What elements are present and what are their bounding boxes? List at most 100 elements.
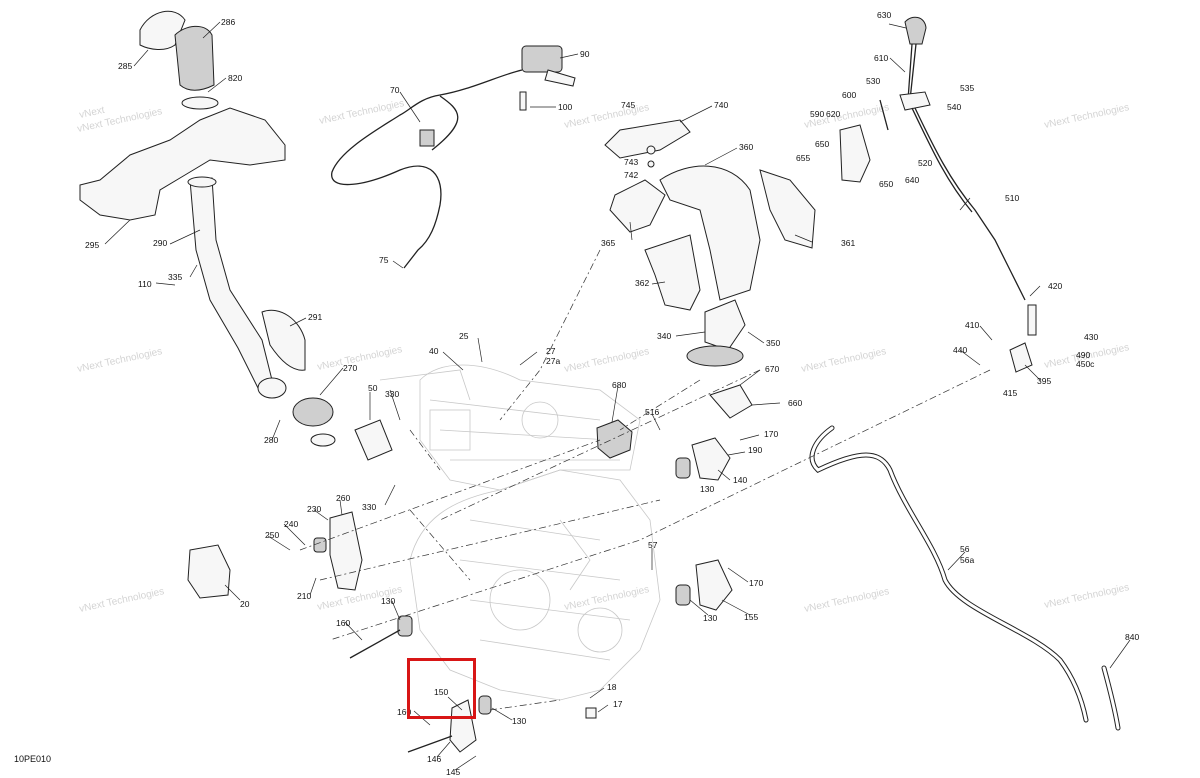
callout-240: 240	[284, 519, 298, 529]
engine-mount-group	[187, 384, 753, 753]
callout-590: 590	[810, 109, 824, 119]
callout-820: 820	[228, 73, 242, 83]
shift-lever-group	[839, 16, 1037, 373]
callout-440: 440	[953, 345, 967, 355]
callout-70: 70	[390, 85, 400, 95]
watermark: vNext Technologies	[318, 98, 405, 127]
callout-40: 40	[429, 346, 439, 356]
callout-160: 160	[336, 618, 350, 628]
callout-210: 210	[297, 591, 311, 601]
callout-350: 350	[766, 338, 780, 348]
callout-260: 260	[336, 493, 350, 503]
callout-250: 250	[265, 530, 279, 540]
callout-535: 535	[960, 83, 974, 93]
callout-170-b: 170	[749, 578, 763, 588]
callout-145: 145	[446, 767, 460, 777]
callout-650-b: 650	[879, 179, 893, 189]
diagram-id-label: 10PE010	[14, 754, 52, 764]
callout-520: 520	[918, 158, 932, 168]
callout-361: 361	[841, 238, 855, 248]
callout-150: 150	[434, 687, 448, 697]
callout-17: 17	[613, 699, 623, 709]
callout-291: 291	[308, 312, 322, 322]
watermark: vNext Technologies	[563, 346, 650, 375]
callout-20: 20	[240, 599, 250, 609]
callout-840: 840	[1125, 632, 1139, 642]
callout-90: 90	[580, 49, 590, 59]
watermark: vNext Technologies	[1043, 102, 1130, 131]
callout-415: 415	[1003, 388, 1017, 398]
callout-330-b: 330	[362, 502, 376, 512]
callout-335: 335	[168, 272, 182, 282]
callout-365: 365	[601, 238, 615, 248]
callout-57: 57	[648, 540, 658, 550]
callout-140: 140	[733, 475, 747, 485]
callout-170-a: 170	[764, 429, 778, 439]
callout-395: 395	[1037, 376, 1051, 386]
callout-410: 410	[965, 320, 979, 330]
watermark: vNext	[78, 105, 106, 121]
callout-110: 110	[138, 279, 152, 289]
callout-75: 75	[379, 255, 389, 265]
watermark: vNext Technologies	[316, 344, 403, 373]
callout-516: 516	[645, 407, 659, 417]
callout-620: 620	[826, 109, 840, 119]
callout-362: 362	[635, 278, 649, 288]
watermark-layer: vNext vNext Technologies vNext Technolog…	[76, 98, 1130, 615]
leader-lines	[104, 21, 1131, 771]
callout-450c: 450c	[1076, 359, 1095, 369]
watermark: vNext Technologies	[76, 346, 163, 375]
callout-56a: 56a	[960, 555, 974, 565]
callout-146: 146	[427, 754, 441, 764]
callout-100: 100	[558, 102, 572, 112]
watermark: vNext Technologies	[563, 584, 650, 613]
callout-340: 340	[657, 331, 671, 341]
callout-130-a: 130	[700, 484, 714, 494]
callout-490: 490	[1076, 350, 1090, 360]
callout-230: 230	[307, 504, 321, 514]
callout-330-a: 330	[385, 389, 399, 399]
callout-155: 155	[744, 612, 758, 622]
callout-510: 510	[1005, 193, 1019, 203]
callout-290: 290	[153, 238, 167, 248]
callout-650-a: 650	[815, 139, 829, 149]
callout-18: 18	[607, 682, 617, 692]
exhaust-group	[604, 119, 816, 367]
callout-740: 740	[714, 100, 728, 110]
callout-630: 630	[877, 10, 891, 20]
callout-50: 50	[368, 383, 378, 393]
callout-280: 280	[264, 435, 278, 445]
engine-block-outline	[379, 364, 661, 701]
callout-130-c: 130	[512, 716, 526, 726]
callout-286: 286	[221, 17, 235, 27]
breather-hose-group	[809, 425, 1121, 731]
callout-160-b: 160	[397, 707, 411, 717]
assembly-lines	[299, 249, 991, 711]
callout-27: 27	[546, 346, 556, 356]
callout-420: 420	[1048, 281, 1062, 291]
watermark: vNext Technologies	[803, 586, 890, 615]
callout-labels: 285 286 820 295 290 335 110 291 270 280 …	[85, 10, 1139, 777]
callout-130-b: 130	[703, 613, 717, 623]
callout-530: 530	[866, 76, 880, 86]
callout-670: 670	[765, 364, 779, 374]
throttle-cable-group	[331, 45, 576, 269]
callout-660: 660	[788, 398, 802, 408]
watermark: vNext Technologies	[78, 586, 165, 615]
callout-27a: 27a	[546, 356, 560, 366]
callout-25: 25	[459, 331, 469, 341]
callout-270: 270	[343, 363, 357, 373]
callout-56: 56	[960, 544, 970, 554]
highlight-box	[407, 658, 476, 719]
callout-745: 745	[621, 100, 635, 110]
watermark: vNext Technologies	[800, 346, 887, 375]
callout-743: 743	[624, 157, 638, 167]
callout-680: 680	[612, 380, 626, 390]
callout-742: 742	[624, 170, 638, 180]
callout-285: 285	[118, 61, 132, 71]
callout-655: 655	[796, 153, 810, 163]
callout-600: 600	[842, 90, 856, 100]
callout-430: 430	[1084, 332, 1098, 342]
callout-360: 360	[739, 142, 753, 152]
